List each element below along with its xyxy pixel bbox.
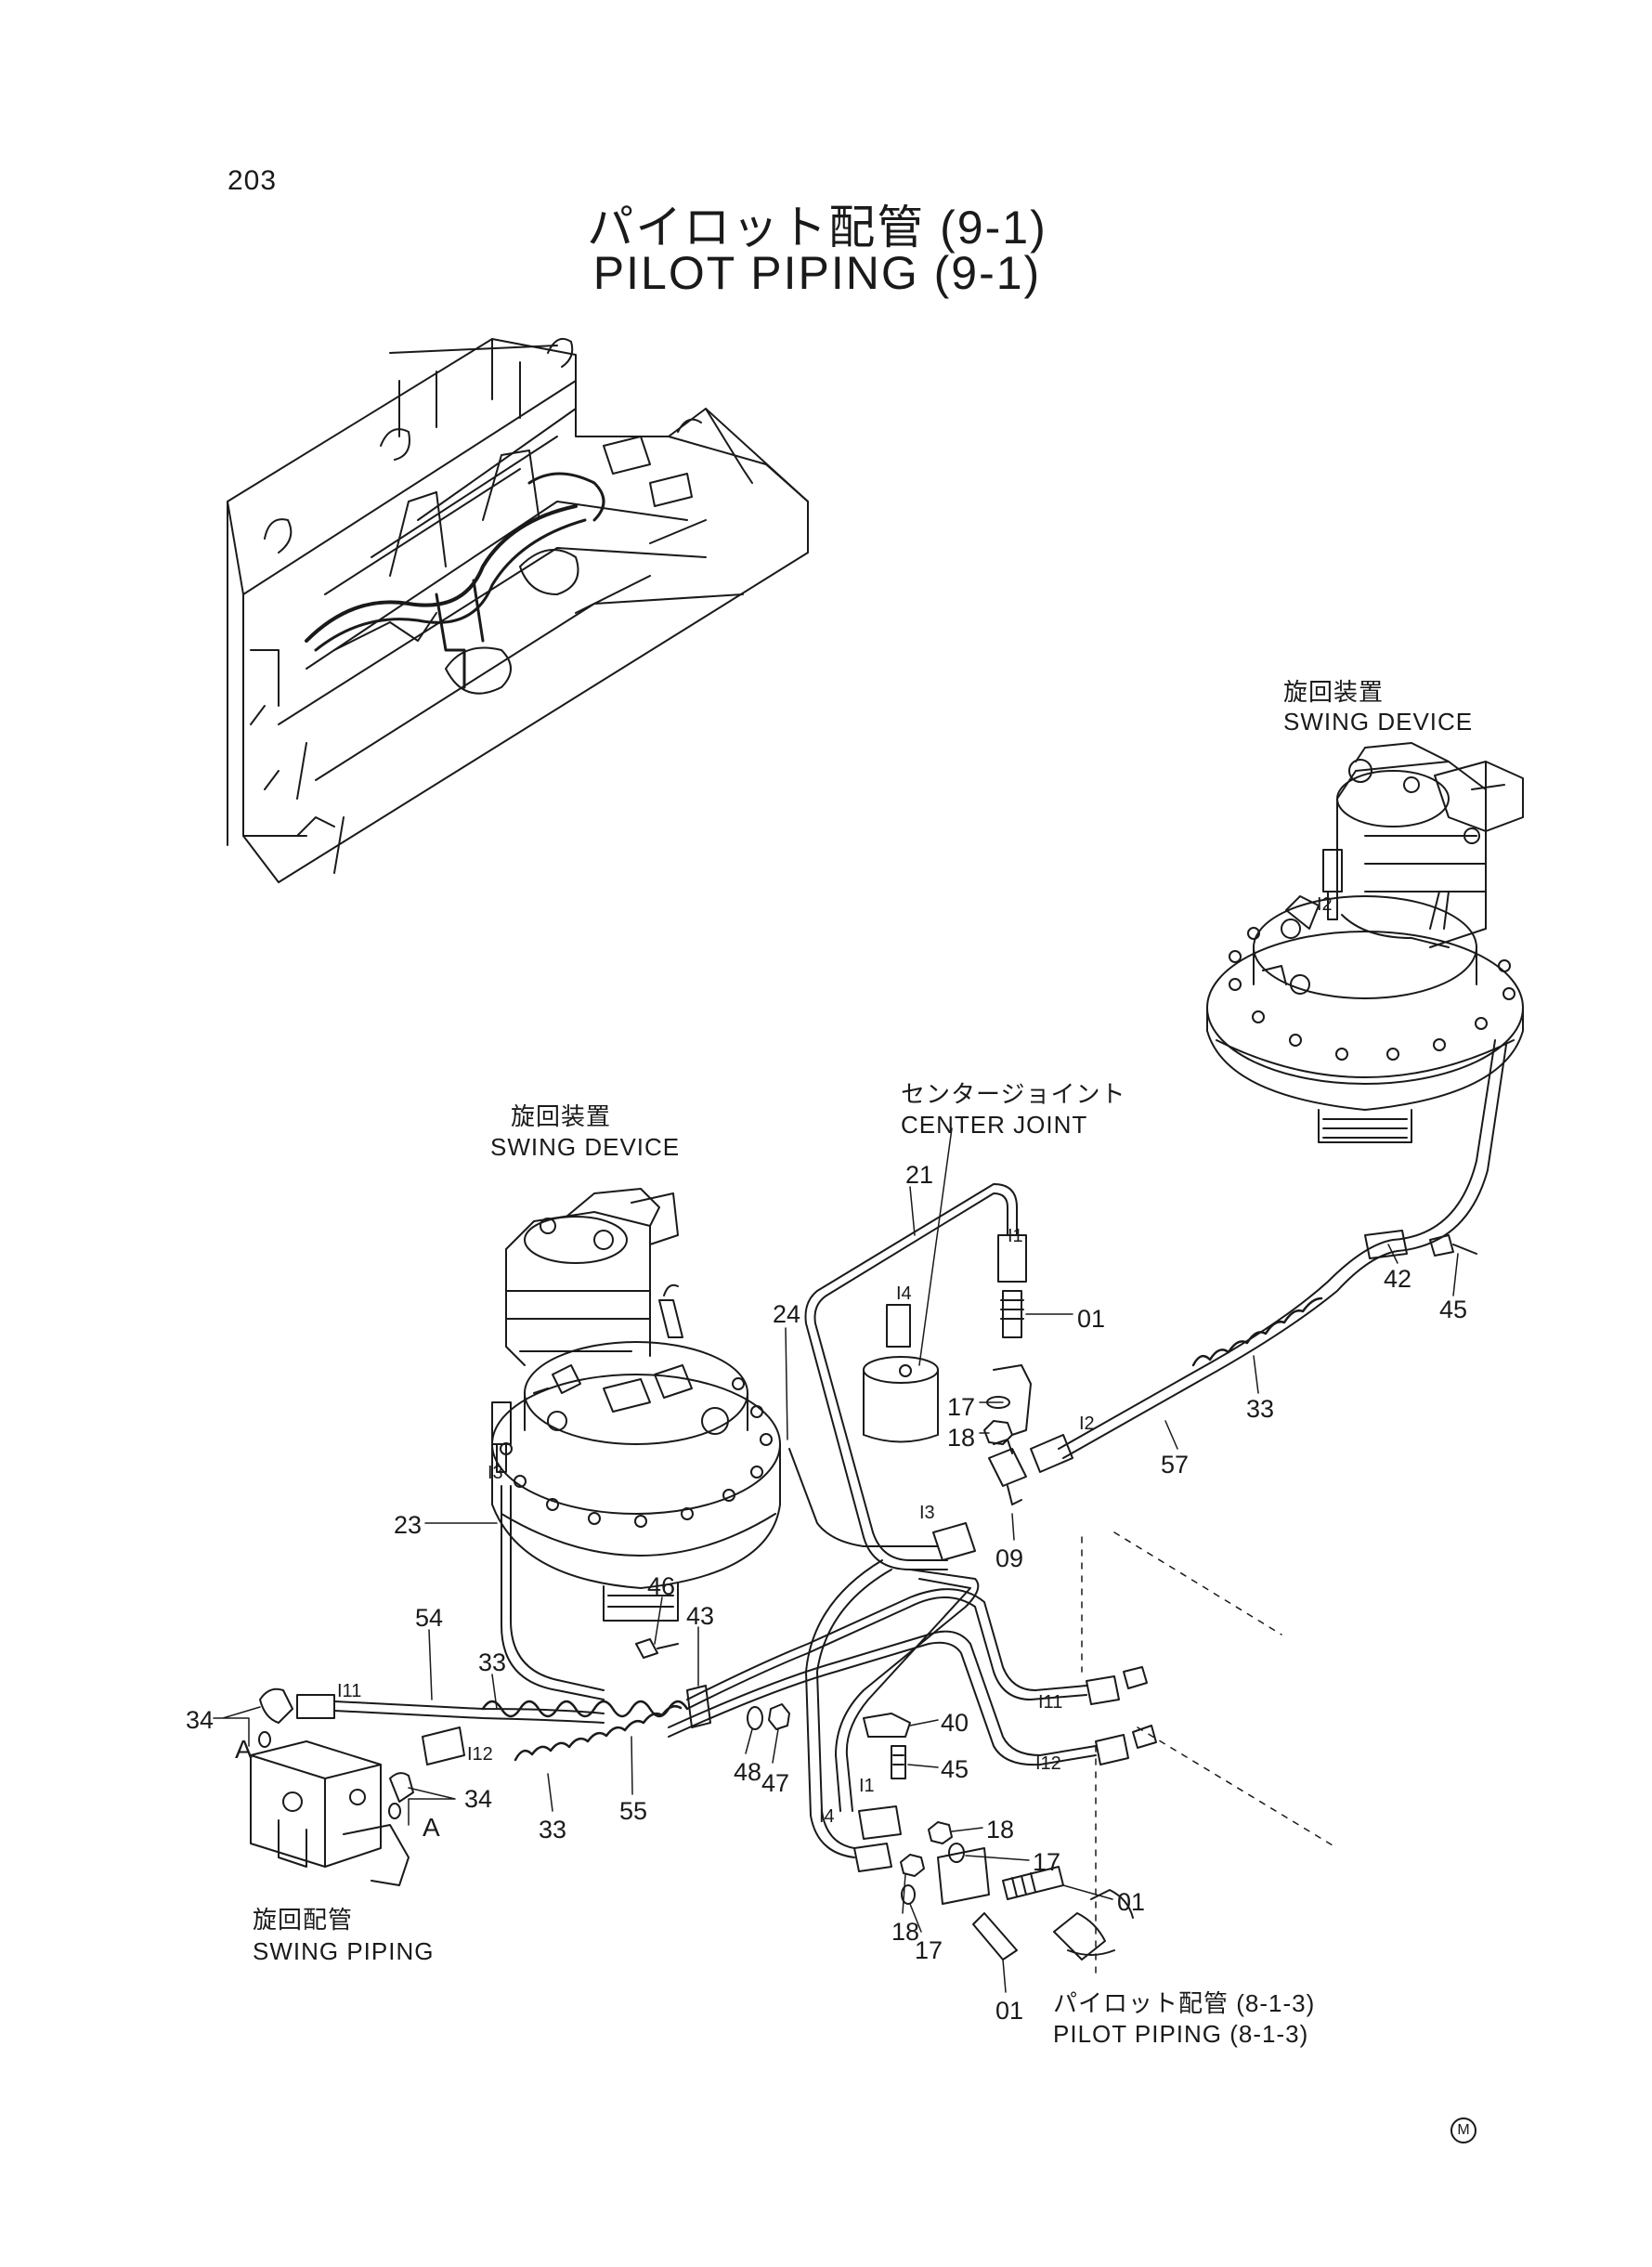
title-english: PILOT PIPING (9-1) xyxy=(592,247,1042,299)
port-mark-i4-top: I4 xyxy=(896,1283,912,1304)
part-number-57: 57 xyxy=(1161,1451,1190,1479)
swing-device-left-en: SWING DEVICE xyxy=(490,1133,681,1161)
part-number-18-top: 18 xyxy=(947,1424,976,1452)
swing-device-left xyxy=(492,1189,780,1621)
part-number-48: 48 xyxy=(734,1758,762,1786)
center-joint-jp: センタージョイント xyxy=(901,1080,1126,1108)
swing-piping-en: SWING PIPING xyxy=(253,1937,435,1965)
fittings xyxy=(297,1231,1476,1960)
part-number-18-lower-right: 18 xyxy=(986,1816,1015,1844)
part-number-33-upper-left: 33 xyxy=(478,1648,507,1676)
part-number-33-lower-left: 33 xyxy=(539,1816,567,1844)
part-number-55: 55 xyxy=(619,1797,648,1825)
center-joint-en: CENTER JOINT xyxy=(901,1111,1088,1139)
pilot-piping-ref-en: PILOT PIPING (8-1-3) xyxy=(1053,2020,1309,2048)
part-number-47: 47 xyxy=(761,1769,790,1797)
pipe-lines xyxy=(334,1040,1506,1857)
port-mark-i1-lower: I1 xyxy=(859,1776,875,1796)
upperstructure-frame-view xyxy=(228,339,808,882)
title-japanese: パイロット配管 (9-1) xyxy=(587,202,1047,254)
part-number-24: 24 xyxy=(773,1300,801,1328)
port-mark-i12-left: I12 xyxy=(467,1744,493,1765)
section-mark-a-right: A xyxy=(423,1813,440,1842)
port-mark-i11-left: I11 xyxy=(337,1681,362,1701)
part-number-17-top: 17 xyxy=(947,1393,976,1421)
part-number-21: 21 xyxy=(905,1161,934,1189)
part-number-40: 40 xyxy=(941,1709,969,1737)
swing-piping-valve xyxy=(251,1689,413,1885)
part-number-33-right: 33 xyxy=(1246,1395,1275,1423)
port-mark-i4-lower: I4 xyxy=(819,1806,835,1827)
part-number-34-left: 34 xyxy=(186,1706,215,1734)
part-number-23: 23 xyxy=(394,1511,423,1539)
part-number-09: 09 xyxy=(995,1544,1024,1572)
hose-protector-spirals xyxy=(483,1298,1321,1760)
part-number-42: 42 xyxy=(1384,1265,1412,1293)
part-number-34-right: 34 xyxy=(464,1785,493,1813)
leader-lines xyxy=(214,1187,1458,1992)
center-joint xyxy=(864,1128,952,1442)
part-number-01-bottom: 01 xyxy=(995,1997,1024,2025)
part-number-45-right: 45 xyxy=(1439,1296,1468,1323)
pilot-piping-ref-jp: パイロット配管 (8-1-3) xyxy=(1053,1989,1316,2017)
part-number-01-top: 01 xyxy=(1077,1305,1106,1333)
manufacturer-mark-letter: M xyxy=(1457,2122,1470,2138)
part-number-54: 54 xyxy=(415,1604,444,1632)
part-number-17-lower-left: 17 xyxy=(915,1936,943,1964)
section-mark-a-left: A xyxy=(235,1735,253,1764)
swing-device-right xyxy=(1207,743,1523,1142)
part-number-43: 43 xyxy=(686,1602,715,1630)
manufacturer-mark: M xyxy=(1450,2117,1476,2143)
swing-piping-jp: 旋回配管 xyxy=(253,1906,354,1934)
page-number: 203 xyxy=(228,165,278,196)
swing-device-left-jp: 旋回装置 xyxy=(511,1102,612,1130)
port-mark-i3-center: I3 xyxy=(919,1503,935,1523)
port-mark-i2-line: I2 xyxy=(1079,1414,1095,1434)
swing-device-right-en: SWING DEVICE xyxy=(1283,708,1474,736)
part-number-18-lower-left: 18 xyxy=(891,1918,920,1946)
swing-device-right-jp: 旋回装置 xyxy=(1283,678,1385,706)
part-number-45-lower: 45 xyxy=(941,1755,969,1783)
